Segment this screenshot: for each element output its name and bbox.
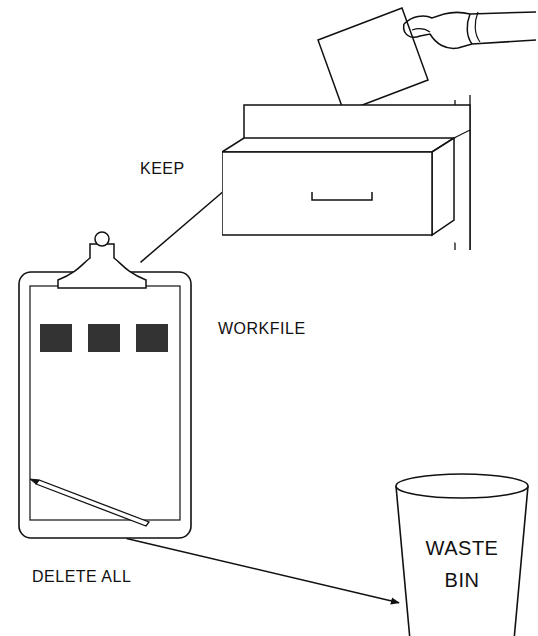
clipboard-outline — [18, 228, 193, 540]
filing-cabinet-outline — [222, 100, 472, 250]
filing-cabinet — [222, 100, 472, 250]
edge-label: KEEP — [138, 160, 187, 178]
arrow-connector — [127, 538, 400, 602]
node-label: WORKFILE — [218, 320, 306, 338]
edge-label: DELETE ALL — [30, 568, 133, 586]
arrow-connector — [141, 184, 233, 262]
clipboard: WORKFILE — [18, 228, 193, 540]
node-label: WASTE BIN — [414, 532, 510, 596]
waste-bin: WASTE BIN — [392, 470, 532, 636]
